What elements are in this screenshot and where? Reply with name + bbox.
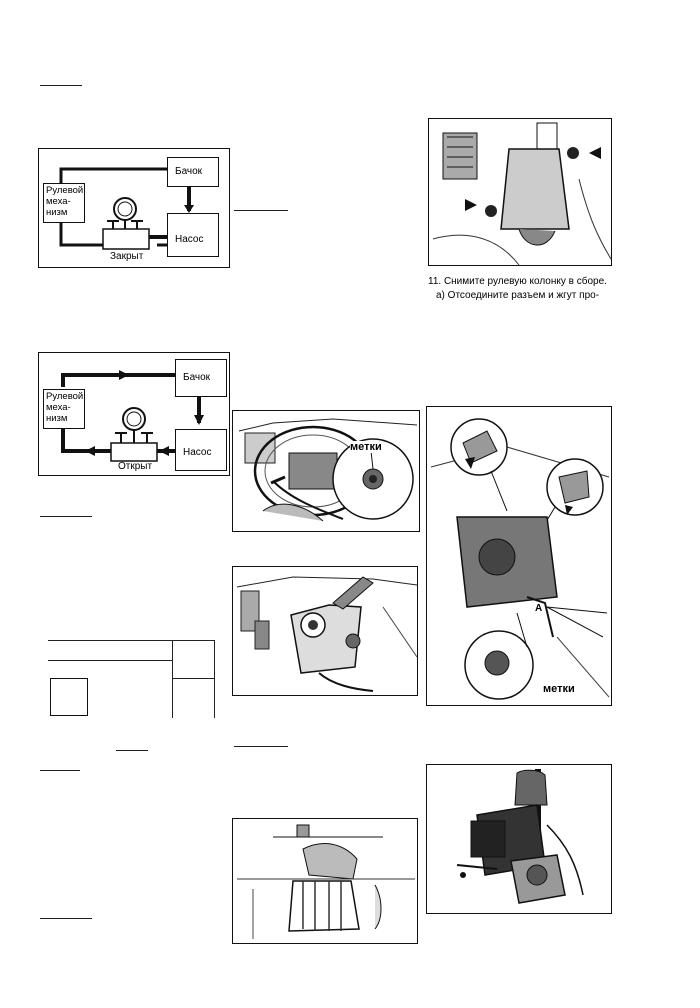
step-11-text: 11. Снимите рулевую колонку в сборе. bbox=[428, 276, 607, 287]
table-col-divider bbox=[172, 640, 173, 718]
table-symbol-box bbox=[50, 678, 88, 716]
diagram-open-lines bbox=[61, 370, 204, 462]
mechanism-label: Рулевой меха- низм bbox=[46, 185, 84, 218]
pump-label: Насос bbox=[183, 447, 212, 458]
heading-rule-5 bbox=[40, 918, 92, 919]
heading-rule-3 bbox=[116, 750, 148, 751]
table-top-rule bbox=[48, 640, 214, 641]
photo-column-switches bbox=[232, 566, 418, 696]
mechanism-label: Рулевой меха- низм bbox=[46, 391, 84, 424]
heading-rule-1 bbox=[40, 85, 82, 86]
steering-wheel-illustration bbox=[238, 418, 418, 522]
mechanism-box bbox=[43, 389, 85, 429]
diagram-closed-lines bbox=[59, 167, 194, 250]
marks-label: метки bbox=[350, 441, 382, 453]
column-switches-illustration bbox=[236, 576, 418, 692]
photo-dashboard-column: A метки bbox=[426, 406, 612, 706]
table-right-border bbox=[214, 640, 215, 718]
heading-rule-2 bbox=[40, 516, 92, 517]
heading-rule-4 bbox=[40, 770, 80, 771]
step-11a-text: а) Отсоедините разъем и жгут про- bbox=[436, 290, 600, 301]
label-a: A bbox=[535, 603, 543, 614]
heading-rule-7 bbox=[234, 746, 288, 747]
pump-box bbox=[175, 429, 227, 471]
photo-lower-column bbox=[232, 818, 418, 944]
table-right-rule bbox=[172, 678, 214, 679]
lower-column-illustration bbox=[237, 824, 415, 939]
diagram-open-valve: Бачок Рулевой меха- низм Насос Открыт bbox=[38, 352, 230, 476]
pump-label: Насос bbox=[175, 234, 204, 245]
diagram-closed-valve: Бачок Рулевой меха- низм Насос Закрыт bbox=[38, 148, 230, 268]
photo-column-assembly bbox=[426, 764, 612, 914]
reservoir-label: Бачок bbox=[183, 372, 211, 383]
column-top-illustration bbox=[432, 122, 612, 266]
dashboard-column-illustration bbox=[430, 418, 610, 700]
photo-column-top bbox=[428, 118, 612, 266]
marks-label: метки bbox=[543, 683, 575, 695]
column-assembly-illustration bbox=[456, 769, 584, 904]
valve-state-label: Открыт bbox=[118, 461, 153, 472]
pump-box bbox=[167, 213, 219, 257]
photo-steering-wheel-marks: метки bbox=[232, 410, 420, 532]
mechanism-box bbox=[43, 183, 85, 223]
table-header-rule bbox=[48, 660, 172, 661]
reservoir-box bbox=[167, 157, 219, 187]
reservoir-box bbox=[175, 359, 227, 397]
reservoir-label: Бачок bbox=[175, 166, 203, 177]
heading-rule-6 bbox=[234, 210, 288, 211]
valve-state-label: Закрыт bbox=[110, 251, 144, 262]
